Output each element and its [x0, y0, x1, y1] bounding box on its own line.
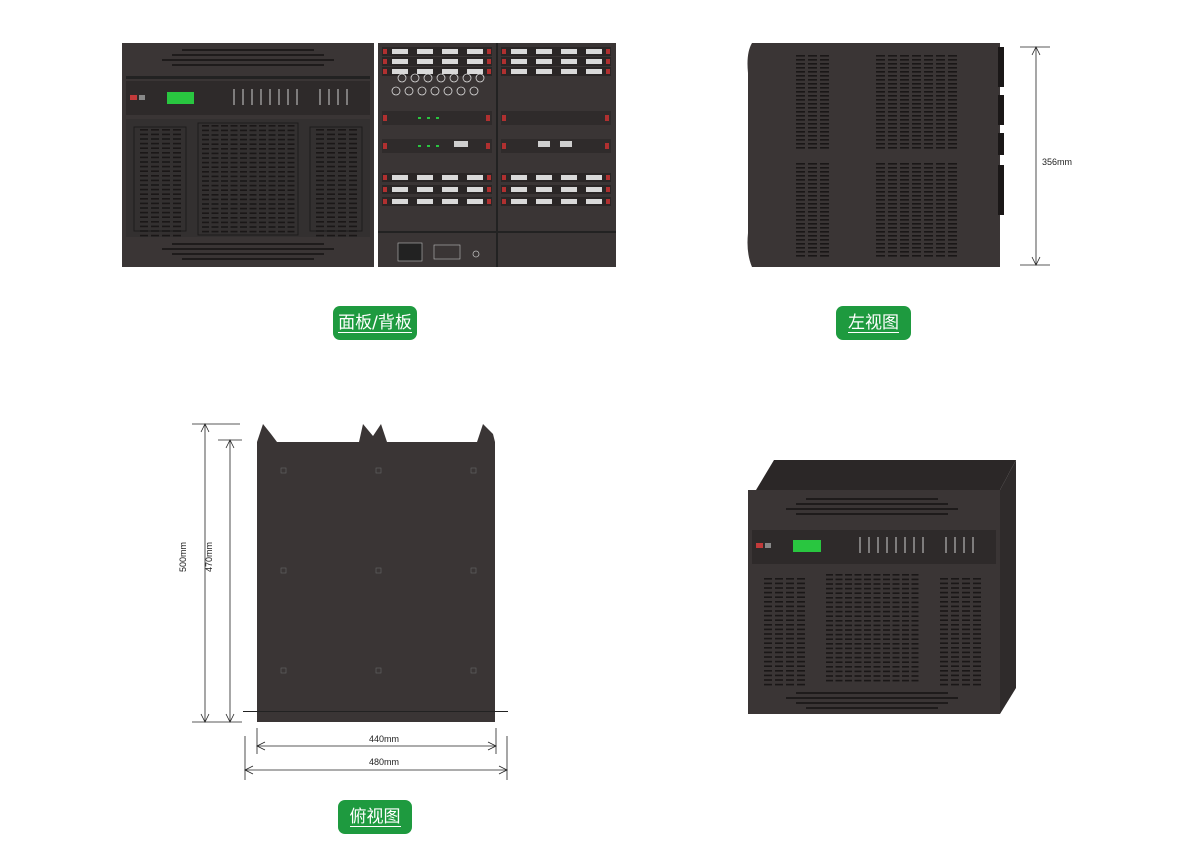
rear-label — [433, 244, 461, 260]
top-view-label: 俯视图 — [338, 800, 412, 834]
perspective-top — [756, 460, 1016, 490]
front-panel — [122, 43, 374, 267]
depth-inner-label: 470mm — [204, 541, 214, 572]
perspective-view — [748, 460, 1016, 714]
width-outer-label: 480mm — [369, 757, 400, 767]
top-view-label-text: 俯视图 — [349, 806, 401, 827]
left-view-drawing — [747, 43, 1004, 267]
left-view-label-text: 左视图 — [848, 312, 899, 333]
front-panel-drawing — [126, 49, 370, 260]
front-top-vents — [162, 49, 334, 66]
depth-dimensions — [192, 423, 242, 723]
front-back-label-text: 面板/背板 — [338, 312, 412, 333]
front-bottom-vents — [162, 243, 334, 260]
front-buttons — [233, 89, 348, 105]
width-inner-label: 440mm — [369, 734, 400, 744]
left-view-label: 左视图 — [836, 306, 911, 340]
top-view-drawing — [257, 424, 495, 722]
front-back-label: 面板/背板 — [333, 306, 417, 340]
depth-outer-label: 500mm — [178, 541, 188, 572]
height-label: 356mm — [1042, 157, 1073, 167]
perspective-side — [1000, 460, 1016, 714]
power-inlet — [397, 242, 423, 262]
height-dimension — [1020, 46, 1050, 266]
perspective-lcd — [793, 540, 821, 552]
side-handles — [998, 47, 1004, 215]
back-panel-drawing — [378, 43, 616, 267]
width-dimensions — [244, 728, 508, 780]
front-grille — [133, 122, 363, 236]
back-panel — [378, 43, 616, 267]
left-view — [746, 43, 1004, 267]
front-lcd-display — [167, 92, 194, 104]
ground-screw — [472, 250, 480, 258]
